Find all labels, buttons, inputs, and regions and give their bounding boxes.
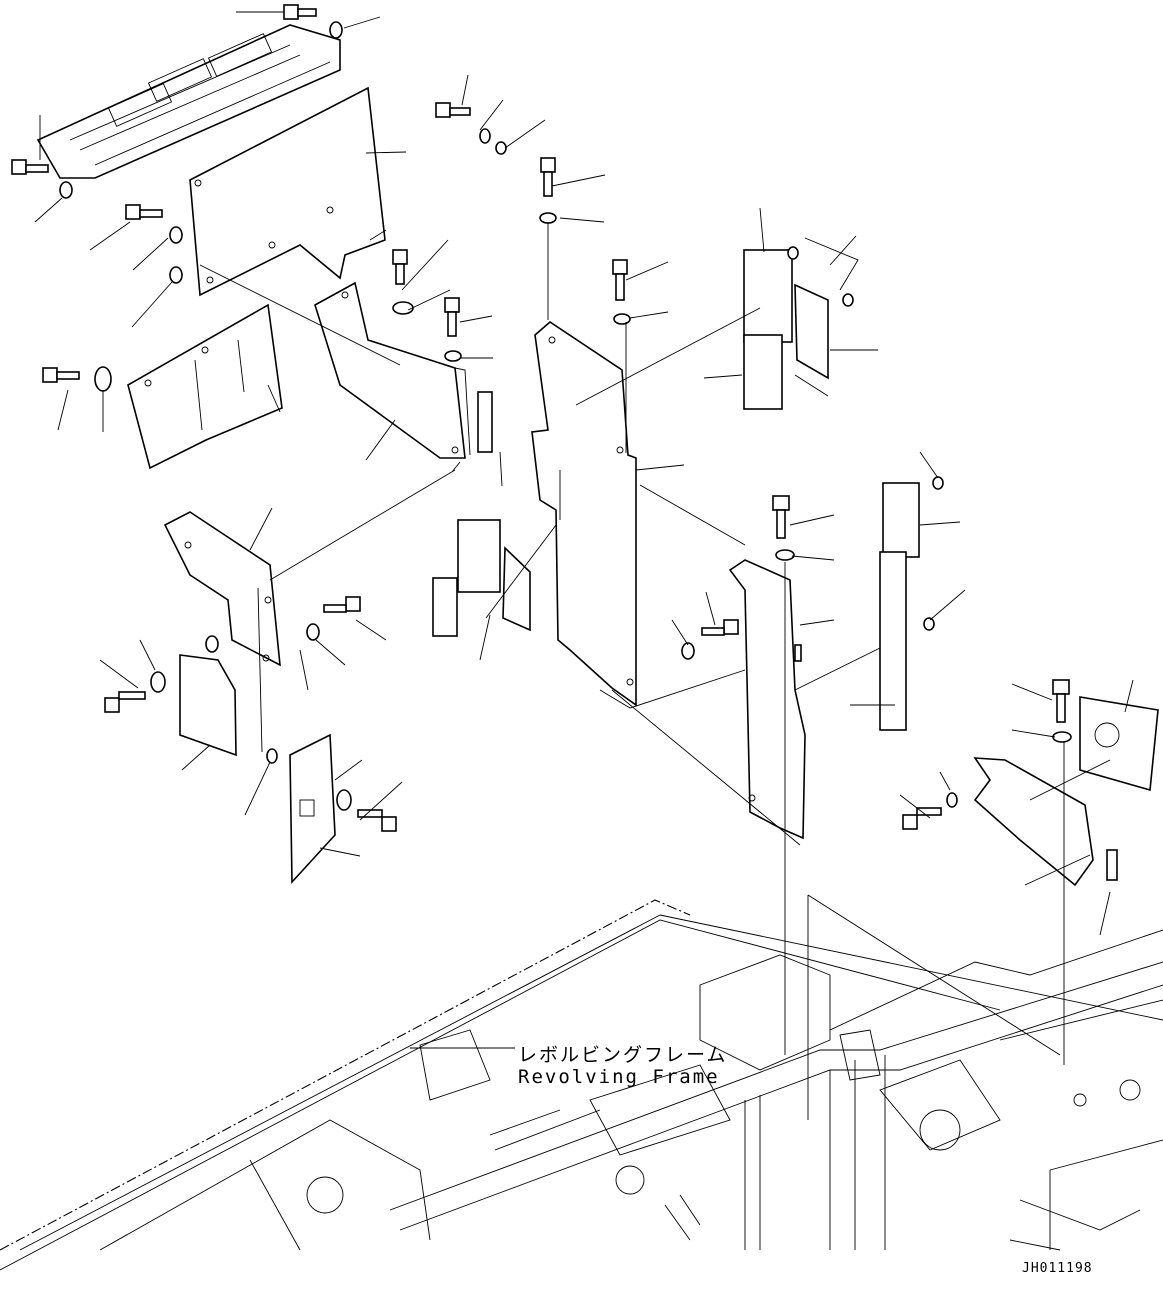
right-tall-panel: [728, 482, 920, 840]
revolving-frame-label-en: Revolving Frame: [518, 1066, 720, 1088]
bolt-icon: [11, 159, 49, 175]
bolt-icon: [540, 157, 556, 197]
bolt-icon: [435, 102, 471, 118]
center-tall-duct: [531, 320, 637, 707]
bolt-icon: [772, 495, 790, 539]
right-upper-pads: [743, 237, 859, 410]
bolt-icon: [104, 691, 146, 713]
fasteners: [11, 4, 1072, 832]
bolt-icon: [283, 4, 317, 20]
right-lower-plate: [973, 696, 1159, 887]
bolt-icon: [125, 204, 163, 220]
bolt-icon: [902, 807, 942, 830]
bolt-icon: [701, 619, 739, 636]
left-shield-panel: [127, 303, 283, 470]
bolt-icon: [42, 367, 80, 383]
center-pads: [432, 519, 531, 637]
bolt-icon: [357, 809, 397, 832]
drawing-code: JH011198: [1022, 1261, 1093, 1276]
explosion-guides: [199, 222, 1111, 1120]
top-tray-part: [36, 24, 341, 179]
left-lower-bracket: [163, 511, 336, 885]
bolt-icon: [612, 259, 628, 301]
bolt-icon: [323, 596, 361, 613]
bolt-icon: [444, 297, 460, 337]
leader-lines: [34, 11, 1134, 936]
revolving-frame-label-jp: レボルビングフレーム: [518, 1044, 728, 1066]
center-bracket: [314, 281, 493, 459]
revolving-frame: [0, 899, 1163, 1271]
bolt-icon: [1052, 679, 1070, 723]
bolt-icon: [392, 249, 408, 285]
upper-cover-plate: [189, 86, 386, 297]
